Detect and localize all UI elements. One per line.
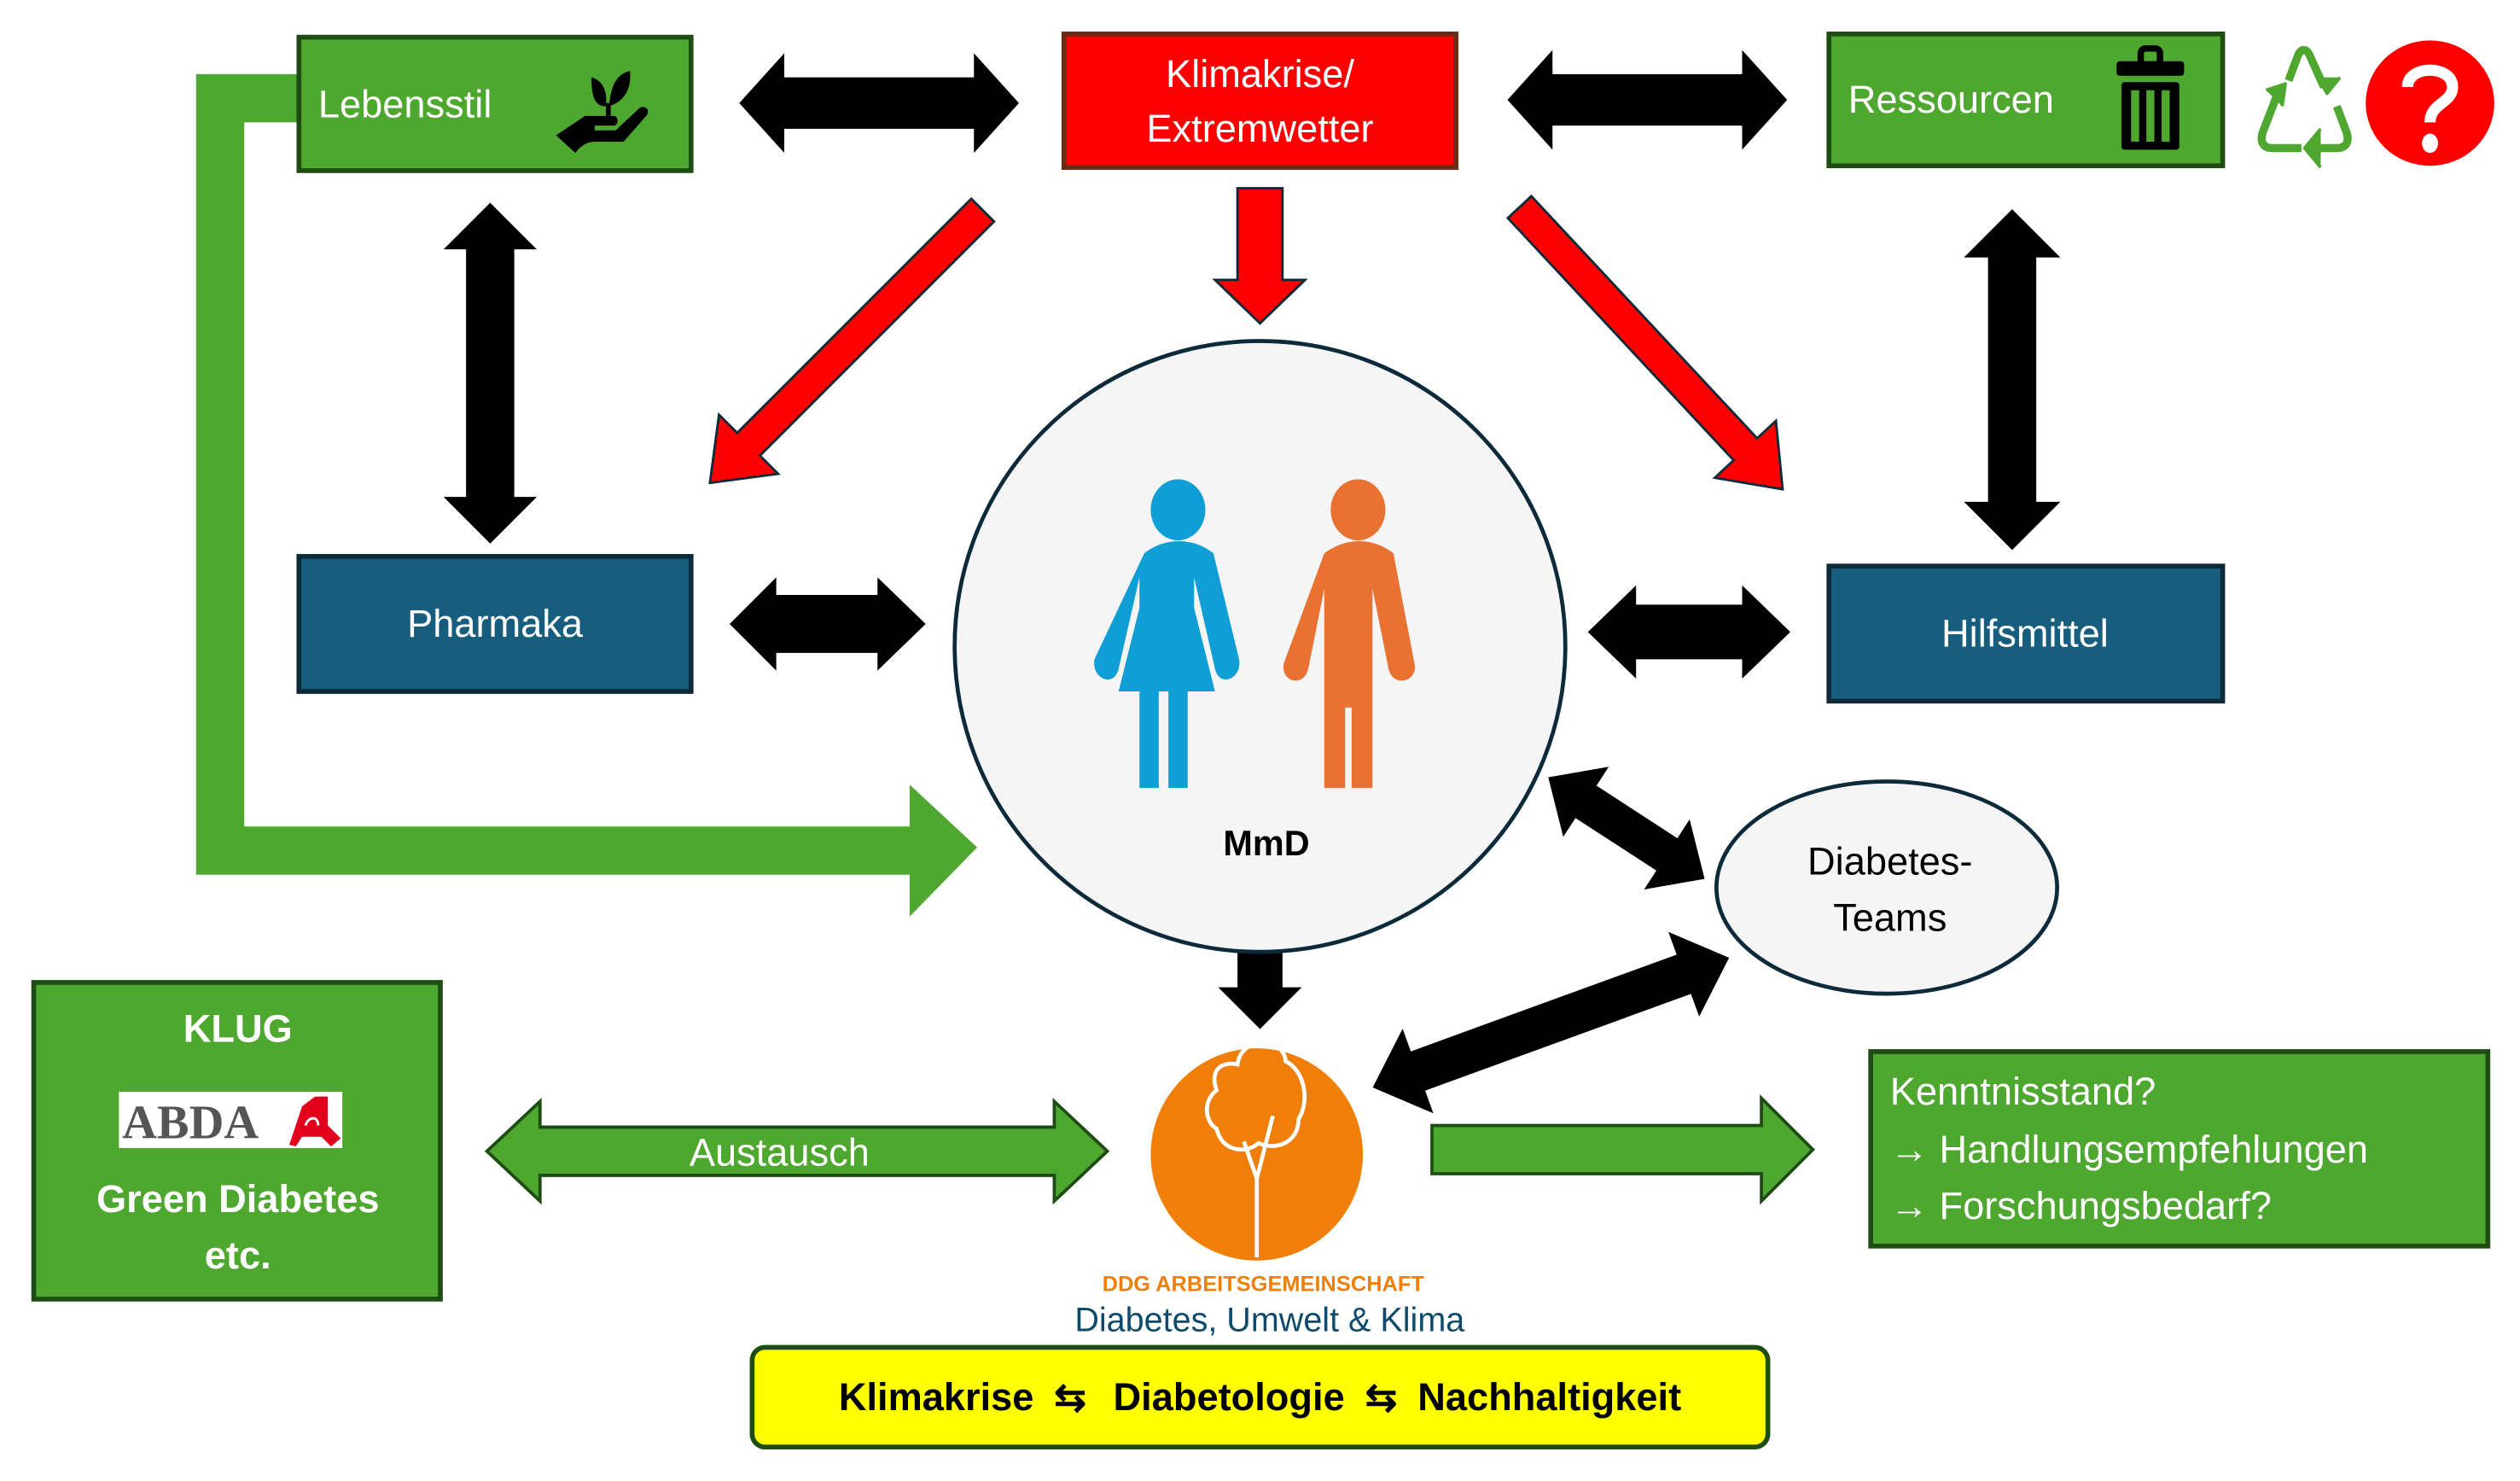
ddg-line-1: DDG ARBEITSGEMEINSCHAFT [1103, 1273, 1425, 1297]
plant-in-hand-icon [556, 71, 649, 154]
banner: Klimakrise ⇆ Diabetologie ⇆ Nachhaltigke… [749, 1344, 1771, 1450]
ressourcen-label: Ressourcen [1848, 78, 2054, 121]
recycle-icon [2257, 46, 2352, 169]
klug-line-1: Green Diabetes [96, 1177, 380, 1221]
klimakrise-ressourcen-arrow [1507, 50, 1788, 150]
diabetes-teams-node[interactable]: Diabetes- Teams [1714, 779, 2059, 996]
hilfsmittel-label: Hilfsmittel [1941, 611, 2109, 655]
ddg-line-2: Diabetes, Umwelt & Klima [1074, 1302, 1464, 1339]
tree-icon [1205, 1040, 1307, 1257]
lebensstil-pharmaka-arrow [443, 202, 538, 544]
lebensstil-node[interactable]: Lebensstil [296, 34, 694, 173]
klimakrise-hilfsmittel-arrow [1505, 194, 1784, 491]
klimakrise-node[interactable]: Klimakrise/ Extremwetter [1061, 31, 1459, 170]
svg-text:Klimakrise ⇆ Diabe: Klimakrise ⇆ Diabetologie ⇆ Nachhaltigke… [839, 1375, 1681, 1419]
mmd-hilfsmittel-arrow [1587, 585, 1790, 679]
klug-node[interactable]: KLUG ABDA Green Diabetes etc. [31, 980, 443, 1302]
klug-line-2: etc. [205, 1233, 271, 1277]
diabetes-teams-line-1: Diabetes- [1807, 840, 1972, 883]
banner-term-nachhaltigkeit: Nachhaltigkeit [1417, 1375, 1681, 1419]
man-figure-icon [1283, 479, 1415, 789]
ressourcen-node[interactable]: Ressourcen [1826, 31, 2226, 169]
kenntnisstand-line-1: Kenntnisstand? [1890, 1070, 2156, 1113]
mmd-label: MmD [1223, 823, 1309, 863]
ressourcen-hilfsmittel-arrow [1964, 209, 2061, 551]
lebensstil-label: Lebensstil [318, 83, 492, 126]
kenntnisstand-node[interactable]: Kenntnisstand? → Handlungsempfehlungen →… [1868, 1049, 2491, 1249]
trash-can-icon [2116, 44, 2185, 150]
woman-figure-icon [1094, 479, 1240, 789]
pharmaka-label: Pharmaka [407, 602, 584, 645]
kenntnisstand-line-2: → Handlungsempfehlungen [1890, 1128, 2368, 1171]
ddg-teams-arrow [1372, 931, 1730, 1114]
klimakrise-line-2: Extremwetter [1146, 107, 1373, 150]
ddg-logo[interactable]: DDG ARBEITSGEMEINSCHAFT Diabetes, Umwelt… [1074, 1040, 1464, 1339]
klimakrise-pharmaka-arrow [708, 196, 996, 485]
klug-title: KLUG [183, 1007, 293, 1051]
hilfsmittel-node[interactable]: Hilfsmittel [1826, 563, 2226, 704]
austausch-arrow[interactable] [484, 1097, 1110, 1205]
kenntnisstand-line-3: → Forschungsbedarf? [1890, 1184, 2272, 1227]
klimakrise-line-1: Klimakrise/ [1166, 52, 1354, 96]
abda-logo: ABDA [119, 1091, 343, 1150]
ddg-kenntnisstand-arrow [1430, 1093, 1816, 1205]
question-mark-icon [2366, 40, 2494, 166]
banner-term-klimakrise: Klimakrise [839, 1375, 1034, 1419]
austausch-label: Austausch [690, 1131, 870, 1175]
abda-logo-text: ABDA [122, 1097, 259, 1150]
pharmaka-node[interactable]: Pharmaka [296, 554, 694, 694]
mmd-node[interactable]: MmD [952, 339, 1568, 954]
klimakrise-mmd-arrow [1212, 187, 1308, 325]
pharmaka-mmd-arrow [730, 577, 926, 671]
banner-term-diabetologie: Diabetologie [1114, 1375, 1345, 1419]
banner-exchange-icon-2: ⇆ [1365, 1375, 1398, 1419]
lebensstil-klimakrise-arrow [739, 53, 1020, 154]
lebensstil-to-mmd-arrow [195, 73, 978, 917]
mmd-teams-arrow [1548, 767, 1705, 889]
diabetes-teams-line-2: Teams [1833, 896, 1947, 940]
banner-exchange-icon-1: ⇆ [1054, 1375, 1086, 1419]
